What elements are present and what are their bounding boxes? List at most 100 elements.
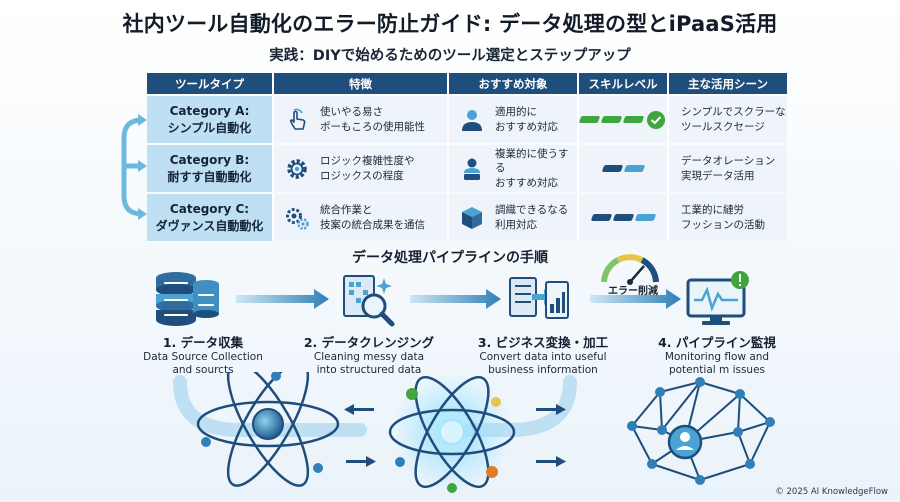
header-feature: 特徴 (274, 73, 449, 94)
skill-level-indicator (590, 214, 656, 221)
feature-line: 統合作業と (320, 204, 373, 217)
flow-arrows (344, 404, 566, 467)
scene-cell: データオレーション 実現データ活用 (669, 145, 787, 192)
step-desc: Cleaning messy data (313, 351, 425, 363)
page-title: 社内ツール自動化のエラー防止ガイド: データ処理の型とiPaaS活用 (122, 12, 778, 36)
skill-bar (578, 116, 601, 123)
skill-level-indicator (601, 165, 645, 172)
feature-line: 技案の統合成果を通信 (320, 218, 425, 231)
target-cell: 適用的に おすすめ対応 (449, 96, 579, 143)
skill-cell (579, 194, 669, 241)
tool-type-table: ツールタイプ 特徴 おすすめ対象 スキルレベル 主な活用シーン Category… (147, 73, 787, 241)
header-target: おすすめ対象 (449, 73, 579, 94)
pipeline-step-2: 2. データクレンジング Cleaning messy data into st… (284, 330, 454, 377)
step-desc: and sourcts (172, 364, 234, 377)
header-tool-type: ツールタイプ (147, 73, 274, 94)
touch-icon (289, 108, 306, 130)
table-row: Category B: 耐すす自動動化 ロジック複雑性度や ロジックスの程度 複… (147, 145, 787, 192)
skill-cell (578, 96, 669, 143)
target-line: おすすめ対応 (495, 176, 558, 189)
step-name: 2. データクレンジング (303, 335, 435, 350)
transform-documents-icon (509, 277, 569, 319)
scene-cell: シンプルでスクラーな ツールスクセージ (669, 96, 787, 143)
page-subtitle: 実践：DIYで始めるためのツール選定とステップアップ (269, 48, 631, 64)
category-label: Category C: (169, 202, 250, 217)
copyright-footer: © 2025 AI KnowledgeFlow (775, 487, 888, 497)
scene-line: フッションの活動 (681, 218, 765, 231)
scene-line: シンプルでスクラーな (681, 106, 786, 119)
feature-cell: ロジック複雑性度や ロジックスの程度 (274, 145, 449, 192)
step-desc: Convert data into useful (479, 351, 607, 363)
step-name: 4. パイプライン監視 (658, 335, 776, 350)
network-nodes (627, 377, 775, 485)
pipeline-arrow (410, 289, 501, 309)
category-cell: Category A: シンプル自動化 (147, 96, 274, 143)
scene-line: 工業的に縺労 (681, 204, 744, 217)
person-icon (462, 109, 482, 131)
table-row: Category A: シンプル自動化 使いやる易さ ポーもころの使用能性 適用… (147, 96, 787, 143)
target-cell: 調織できるなる 利用対応 (449, 194, 579, 241)
scene-line: ツールスクセージ (681, 120, 765, 133)
feature-cell: 使いやる易さ ポーもころの使用能性 (274, 96, 449, 143)
category-name: 耐すす自動動化 (167, 169, 252, 184)
skill-bar (634, 214, 656, 221)
table-header: ツールタイプ 特徴 おすすめ対象 スキルレベル 主な活用シーン (147, 73, 787, 94)
category-name: シンプル自動化 (167, 120, 252, 135)
step-name: 3. ビジネス変換・加工 (477, 335, 609, 350)
step-desc: Data Source Collection (143, 351, 263, 363)
scene-line: データオレーション (681, 155, 776, 168)
people-icon (464, 158, 480, 180)
target-cell: 複業的に使うする おすすめ対応 (449, 145, 579, 192)
skill-cell (579, 145, 669, 192)
target-line: 複業的に使うする (495, 148, 569, 175)
feature-line: ロジックスの程度 (320, 169, 404, 182)
gears-icon (286, 207, 309, 230)
header-skill-level: スキルレベル (579, 73, 669, 94)
monitor-alert-icon (686, 271, 749, 325)
target-line: おすすめ対応 (495, 120, 558, 133)
error-reduction-label: エラー削減 (608, 286, 658, 297)
pipeline-arrow (590, 289, 681, 309)
step-desc: potential m issues (668, 364, 766, 377)
database-icon (156, 272, 219, 326)
category-label: Category A: (169, 104, 250, 119)
pipeline-step-3: 3. ビジネス変換・加工 Convert data into useful bu… (458, 330, 628, 377)
scene-cell: 工業的に縺労 フッションの活動 (669, 194, 787, 241)
pipeline-arrow (236, 289, 329, 309)
feature-line: ポーもころの使用能性 (320, 120, 425, 133)
skill-bar (623, 165, 645, 172)
cleansing-search-icon (343, 275, 395, 327)
data-flow-illustration (173, 372, 775, 493)
skill-bar (590, 214, 612, 221)
table-row: Category C: ダヴァンス自動動化 統合作業と 技案の統合成果を通信 (147, 194, 787, 241)
skill-level-indicator (578, 110, 666, 130)
target-line: 適用的に (495, 106, 537, 119)
bracket-arrows (121, 114, 147, 220)
category-name: ダヴァンス自動動化 (155, 218, 264, 233)
step-desc: Monitoring flow and (664, 351, 770, 363)
check-icon (647, 110, 665, 129)
step-desc: into structured data (316, 364, 422, 377)
skill-bar (622, 116, 645, 123)
skill-bar (600, 116, 623, 123)
feature-line: 使いやる易さ (320, 106, 383, 119)
category-label: Category B: (169, 153, 250, 168)
atom-icon-left (196, 372, 340, 487)
skill-bar (601, 165, 623, 172)
scene-line: 実現データ活用 (681, 169, 755, 182)
pipeline-title: データ処理パイプラインの手順 (352, 250, 548, 266)
gear-icon (287, 158, 307, 179)
feature-cell: 統合作業と 技案の統合成果を通信 (274, 194, 449, 241)
category-cell: Category C: ダヴァンス自動動化 (147, 194, 274, 241)
pipeline-step-1: 1. データ収集 Data Source Collection and sour… (118, 330, 288, 377)
step-desc: business information (488, 364, 598, 377)
atom-icon-center (388, 372, 516, 493)
skill-bar (612, 214, 634, 221)
step-name: 1. データ収集 (162, 335, 244, 350)
feature-line: ロジック複雑性度や (320, 155, 415, 168)
target-line: 調織できるなる (495, 204, 569, 217)
gauge-icon (601, 254, 659, 285)
header-scene: 主な活用シーン (669, 73, 787, 94)
pipeline-step-4: 4. パイプライン監視 Monitoring flow and potentia… (632, 330, 802, 377)
category-cell: Category B: 耐すす自動動化 (147, 145, 274, 192)
